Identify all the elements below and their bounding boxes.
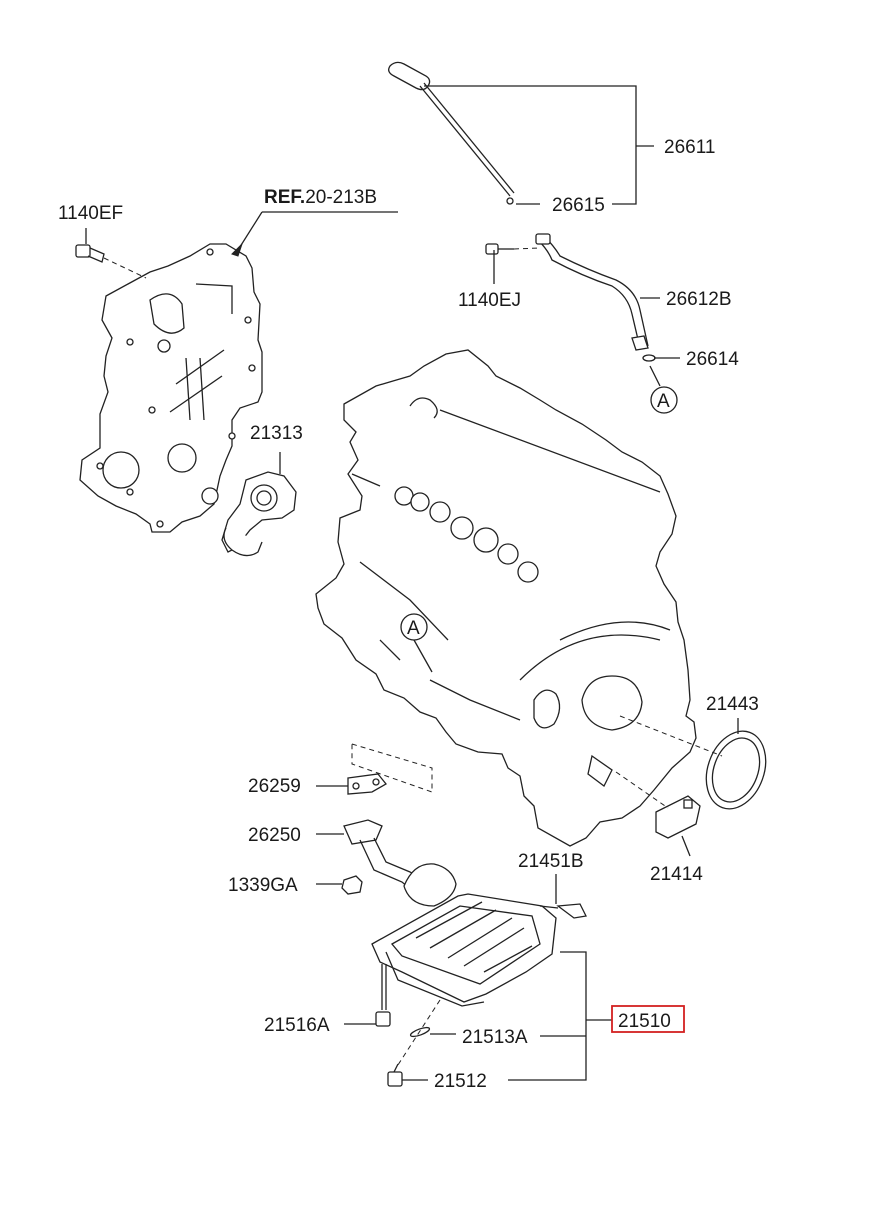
ref-arrow-head — [231, 243, 243, 257]
ref-number: 20-213B — [305, 187, 377, 208]
o-ring-26614[interactable] — [642, 354, 656, 362]
cover-21414[interactable] — [655, 795, 701, 839]
timing-chain-cover[interactable] — [79, 243, 263, 533]
rear-oil-seal-21443[interactable] — [696, 723, 776, 817]
bolt-1140ej[interactable] — [485, 243, 541, 255]
label-21451b[interactable]: 21451B — [518, 851, 584, 872]
oil-seal-21313[interactable] — [221, 471, 297, 557]
label-21513a[interactable]: 21513A — [462, 1027, 528, 1048]
marker-a-engine-letter: A — [407, 618, 420, 639]
cover-guide-line — [615, 771, 669, 809]
oil-pan-21510[interactable] — [371, 893, 557, 1007]
bolt-21516a[interactable] — [375, 964, 391, 1027]
bolt-1140ef[interactable] — [75, 244, 147, 279]
label-1339ga[interactable]: 1339GA — [228, 875, 298, 896]
gasket-21513a[interactable] — [409, 1026, 431, 1038]
label-1140ef[interactable]: 1140EF — [58, 203, 123, 224]
ref-prefix: REF. — [264, 187, 305, 208]
marker-a-top-letter: A — [657, 391, 670, 412]
label-26614[interactable]: 26614 — [686, 349, 739, 370]
label-21510[interactable]: 21510 — [618, 1011, 671, 1032]
label-26611[interactable]: 26611 — [664, 137, 715, 158]
label-21443[interactable]: 21443 — [706, 694, 759, 715]
ref-label[interactable]: REF.20-213B — [264, 187, 377, 208]
label-1140ej[interactable]: 1140EJ — [458, 290, 521, 311]
marker-a-top[interactable]: A — [650, 386, 678, 414]
label-21313[interactable]: 21313 — [250, 423, 303, 444]
marker-a-engine[interactable]: A — [400, 613, 428, 641]
nut-1339ga[interactable] — [341, 875, 363, 895]
label-26615[interactable]: 26615 — [552, 195, 605, 216]
oil-strainer-26250[interactable] — [343, 819, 457, 907]
label-26250[interactable]: 26250 — [248, 825, 301, 846]
label-26259[interactable]: 26259 — [248, 776, 301, 797]
label-21516a[interactable]: 21516A — [264, 1015, 330, 1036]
dipstick-guide-tube[interactable] — [535, 233, 649, 351]
label-21414[interactable]: 21414 — [650, 864, 703, 885]
dipstick-assembly[interactable] — [388, 61, 515, 205]
drain-guide-line — [395, 999, 441, 1069]
label-21512[interactable]: 21512 — [434, 1071, 487, 1092]
oil-level-sensor-21451b[interactable] — [539, 903, 587, 919]
seal-guide-line — [619, 715, 723, 757]
label-26612b[interactable]: 26612B — [666, 289, 732, 310]
leader-lines — [85, 85, 739, 1081]
gasket-26259[interactable] — [347, 773, 387, 795]
drain-plug-21512[interactable] — [387, 1063, 403, 1087]
gasket-guide-box — [351, 743, 433, 793]
highlight-box-21510 — [611, 1005, 685, 1033]
engine-block[interactable] — [315, 349, 697, 847]
